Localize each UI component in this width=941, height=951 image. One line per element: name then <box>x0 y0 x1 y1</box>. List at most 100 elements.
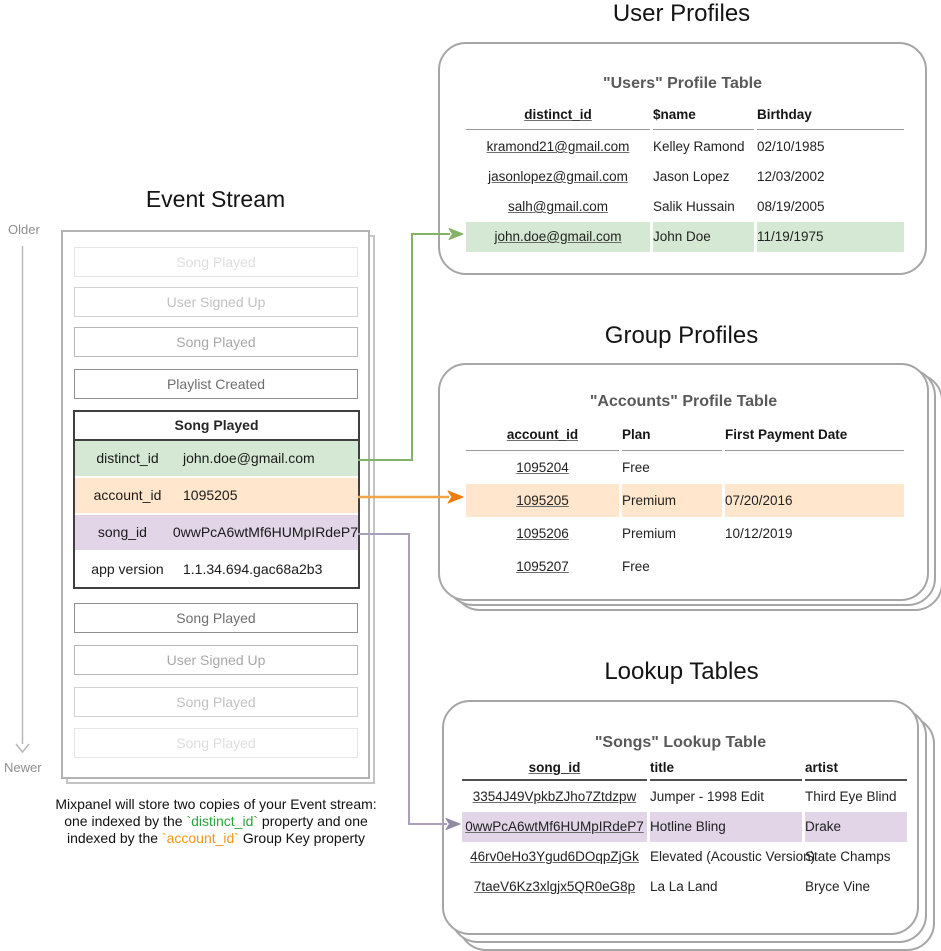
cell-title: La La Land <box>650 879 718 894</box>
event-box: User Signed Up <box>74 645 358 675</box>
cell-song-id: 0wwPcA6wtMf6HUMpIRdeP7 <box>462 812 647 842</box>
cell-song-id: 46rv0eHo3Ygud6DOqpZjGk <box>470 849 639 864</box>
col-header-birthday: Birthday <box>757 107 812 122</box>
cell-first-payment-date: 07/20/2016 <box>725 484 904 517</box>
cell-distinct-id: kramond21@gmail.com <box>486 139 630 154</box>
cell-artist: Third Eye Blind <box>805 789 897 804</box>
table-row: 1095206 Premium 10/12/2019 <box>466 517 904 550</box>
cell-song-id: 7taeV6Kz3xlgjx5QR0eG8p <box>473 879 636 894</box>
cell-birthday: 02/10/1985 <box>757 139 825 154</box>
property-row-distinct-id: distinct_id john.doe@gmail.com <box>75 441 358 478</box>
col-header-first-payment-date: First Payment Date <box>725 427 848 442</box>
cell-account-id: 1095206 <box>516 526 569 541</box>
property-value: 1.1.34.694.gac68a2b3 <box>183 561 323 577</box>
accounts-card-title: "Accounts" Profile Table <box>589 393 778 410</box>
header-separator <box>757 129 904 130</box>
col-header-distinct-id: distinct_id <box>524 107 592 122</box>
caption-line-1: Mixpanel will store two copies of your E… <box>55 796 377 812</box>
header-separator <box>653 129 754 130</box>
cell-name: John Doe <box>653 222 754 252</box>
header-separator <box>650 779 802 781</box>
cell-name: Kelley Ramond <box>653 139 745 154</box>
property-value: john.doe@gmail.com <box>183 450 315 466</box>
cell-account-id: 1095205 <box>466 484 619 517</box>
caption: Mixpanel will store two copies of your E… <box>16 796 416 847</box>
active-event-title: Song Played <box>75 412 358 441</box>
users-profile-card: "Users" Profile Table distinct_id $name … <box>438 42 927 275</box>
event-box: User Signed Up <box>74 287 358 317</box>
property-value: 1095205 <box>183 487 238 503</box>
cell-name: Jason Lopez <box>653 169 730 184</box>
table-row: 3354J49VpkbZJho7Ztdzpw Jumper - 1998 Edi… <box>462 782 907 812</box>
cell-title: Hotline Bling <box>650 812 802 842</box>
property-row-account-id: account_id 1095205 <box>75 478 358 515</box>
cell-title: Elevated (Acoustic Version) <box>650 849 816 864</box>
accounts-header-row: account_id Plan First Payment Date <box>466 420 904 450</box>
table-row: 46rv0eHo3Ygud6DOqpZjGk Elevated (Acousti… <box>462 842 907 872</box>
event-box: Song Played <box>74 728 358 758</box>
header-separator <box>466 129 650 130</box>
older-label: Older <box>8 222 40 237</box>
property-key: distinct_id <box>96 450 159 466</box>
property-value: 0wwPcA6wtMf6HUMpIRdeP7 <box>172 524 358 540</box>
table-row: kramond21@gmail.com Kelley Ramond 02/10/… <box>466 132 904 162</box>
header-separator <box>805 779 907 781</box>
group-profiles-title: Group Profiles <box>604 322 759 349</box>
user-profiles-title: User Profiles <box>612 0 751 27</box>
property-key: song_id <box>97 524 147 540</box>
event-box: Playlist Created <box>74 369 358 399</box>
timeline-arrow <box>15 246 30 754</box>
header-separator <box>622 450 722 451</box>
col-header-account-id: account_id <box>506 427 579 442</box>
col-header-artist: artist <box>805 760 839 775</box>
property-row-song-id: song_id 0wwPcA6wtMf6HUMpIRdeP7 <box>75 515 358 552</box>
property-key: account_id <box>93 487 162 503</box>
property-key: app version <box>91 561 164 577</box>
caption-line-2: one indexed by the `distinct_id` propert… <box>64 813 368 829</box>
cell-artist: Drake <box>805 812 907 842</box>
cell-distinct-id: john.doe@gmail.com <box>466 222 650 252</box>
cell-account-id: 1095207 <box>516 559 569 574</box>
col-header-name: $name <box>653 107 696 122</box>
cell-artist: Bryce Vine <box>805 879 871 894</box>
newer-label: Newer <box>4 760 42 775</box>
caption-line-3: indexed by the `account_id` Group Key pr… <box>66 830 366 846</box>
col-header-song-id: song_id <box>528 760 581 775</box>
users-card-title: "Users" Profile Table <box>603 75 762 92</box>
cell-birthday: 08/19/2005 <box>757 199 825 214</box>
cell-distinct-id: salh@gmail.com <box>508 199 608 214</box>
cell-song-id: 3354J49VpkbZJho7Ztdzpw <box>472 789 637 804</box>
lookup-tables-title: Lookup Tables <box>604 658 759 685</box>
table-row: jasonlopez@gmail.com Jason Lopez 12/03/2… <box>466 162 904 192</box>
event-box: Song Played <box>74 603 358 633</box>
songs-lookup-card: "Songs" Lookup Table song_id title artis… <box>442 700 919 935</box>
account-id-token: `account_id` <box>161 830 239 846</box>
cell-plan: Premium <box>622 484 722 517</box>
users-header-row: distinct_id $name Birthday <box>466 100 904 130</box>
header-separator <box>725 450 904 451</box>
cell-distinct-id: jasonlopez@gmail.com <box>488 169 628 184</box>
songs-card-title: "Songs" Lookup Table <box>594 734 767 751</box>
event-stream-title: Event Stream <box>145 186 286 212</box>
cell-account-id: 1095204 <box>516 460 569 475</box>
cell-plan: Free <box>622 460 650 475</box>
highlighted-table-row: 0wwPcA6wtMf6HUMpIRdeP7 Hotline Bling Dra… <box>462 812 907 842</box>
property-row-app-version: app version 1.1.34.694.gac68a2b3 <box>75 552 358 587</box>
cell-first-payment-date <box>725 451 904 484</box>
highlighted-table-row: john.doe@gmail.com John Doe 11/19/1975 <box>466 222 904 252</box>
header-separator <box>466 450 619 451</box>
event-box: Song Played <box>74 247 358 277</box>
cell-plan: Premium <box>622 526 677 541</box>
col-header-title: title <box>650 760 675 775</box>
cell-plan: Free <box>622 559 650 574</box>
col-header-plan: Plan <box>622 427 651 442</box>
distinct-id-token: `distinct_id` <box>186 813 259 829</box>
songs-header-row: song_id title artist <box>462 754 907 782</box>
highlighted-table-row: 1095205 Premium 07/20/2016 <box>466 484 904 517</box>
table-row: salh@gmail.com Salik Hussain 08/19/2005 <box>466 192 904 222</box>
accounts-profile-card: "Accounts" Profile Table account_id Plan… <box>438 363 929 601</box>
active-event-card: Song Played distinct_id john.doe@gmail.c… <box>73 410 360 589</box>
cell-title: Jumper - 1998 Edit <box>650 789 765 804</box>
cell-birthday: 12/03/2002 <box>757 169 825 184</box>
